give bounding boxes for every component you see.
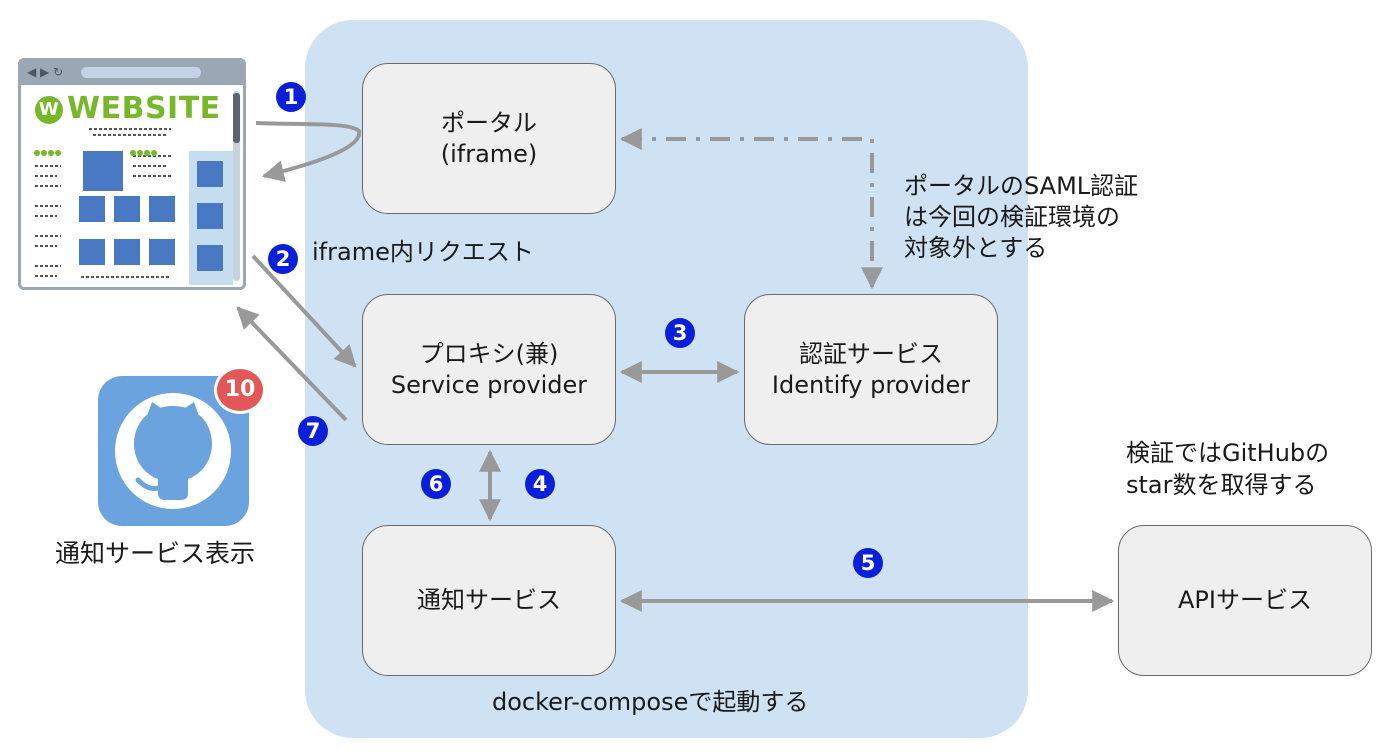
website-tile [83,151,123,191]
iframe-request-label: iframe内リクエスト [312,238,534,266]
notify-title: 通知サービス [417,586,561,614]
website-tile [197,161,223,187]
proxy-subtitle: Service provider [390,370,588,399]
docker-compose-label: docker-composeで起動する [492,688,809,716]
api-node: APIサービス [1118,525,1372,676]
website-text-lines [34,128,171,278]
website-tile [149,196,175,222]
step-badge-1: 1 [276,82,306,112]
website-tile [79,196,105,222]
auth-node: 認証サービス Identify provider [744,294,998,445]
browser-url-bar [81,67,201,78]
notify-node: 通知サービス [362,525,616,676]
api-title: APIサービス [1178,586,1312,614]
arrow-step1-portal [255,121,362,183]
auth-title: 認証サービス [799,339,943,368]
website-tile [197,203,223,229]
saml-note-line2: は今回の検証環境の [904,203,1120,231]
browser-nav-glyphs: ◀ ▶ ↻ [27,65,64,79]
github-note-line2: star数を取得する [1126,471,1317,499]
step-badge-3: 3 [665,318,695,348]
step-badge-4: 4 [525,469,555,499]
website-tile [114,196,140,222]
step-badge-2: 2 [268,244,298,274]
arrow-step7-response [236,306,348,422]
github-note-line1: 検証ではGitHubの [1126,439,1330,467]
saml-note-line1: ポータルのSAML認証 [904,172,1139,200]
website-tile [149,239,175,265]
step-badge-5: 5 [853,548,883,578]
browser-scrollbar-track [233,91,240,281]
notify-display-label: 通知サービス表示 [55,539,256,568]
arrow-step2-iframe-request [251,254,357,368]
auth-subtitle: Identify provider [771,370,971,399]
github-octocat-icon [115,393,231,509]
website-tile [114,239,140,265]
website-logo-mark: W [35,95,63,124]
browser-scrollbar-thumb [233,93,240,143]
step-badge-6: 6 [421,469,451,499]
proxy-node: プロキシ(兼) Service provider [362,294,616,445]
portal-subtitle: (iframe) [440,139,538,168]
portal-title: ポータル [441,108,537,137]
arrow-saml-dashed [619,128,883,290]
website-tile [197,245,223,271]
website-logo-text: WEBSITE [67,91,221,126]
website-tile [79,239,105,265]
portal-node: ポータル (iframe) [362,63,616,214]
notification-count-badge: 10 [214,366,266,414]
browser-toolbar: ◀ ▶ ↻ [21,61,243,85]
step-badge-7: 7 [298,416,328,446]
saml-note-line3: 対象外とする [904,234,1048,262]
proxy-title: プロキシ(兼) [419,339,559,368]
